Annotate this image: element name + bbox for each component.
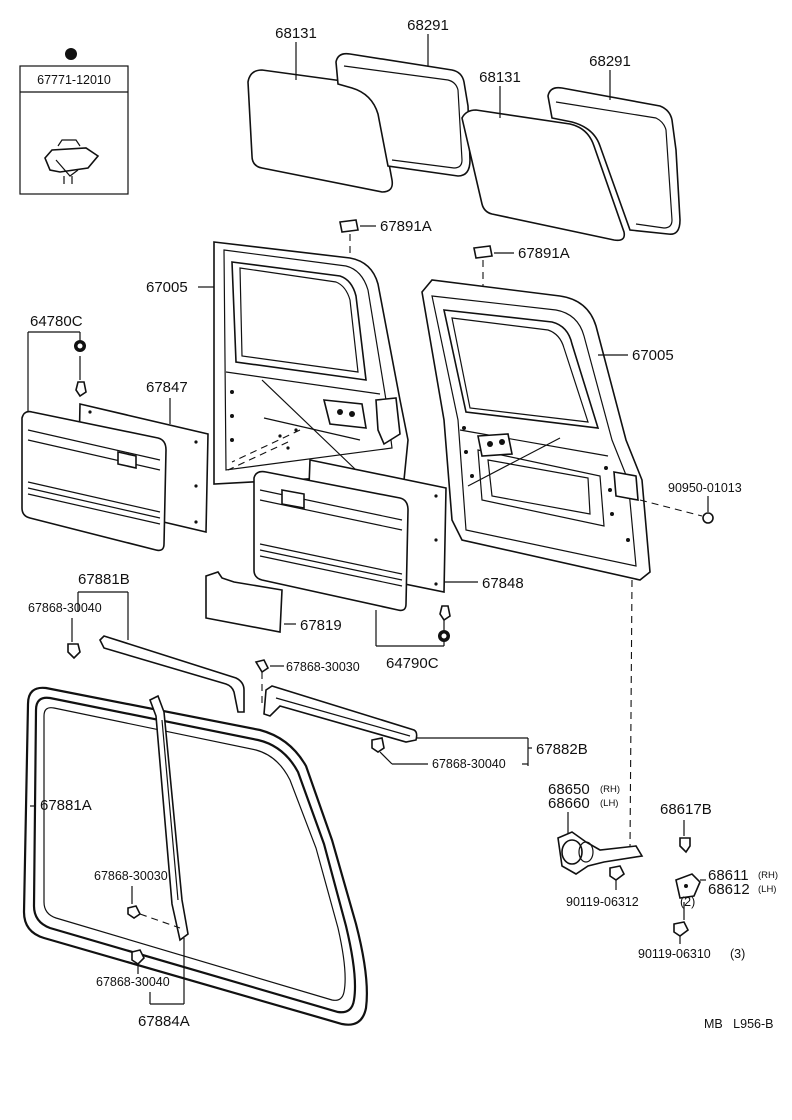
clip-icon bbox=[127, 905, 142, 919]
seal-vert-label: 67884A bbox=[138, 1013, 190, 1030]
pad-label-right: 67891A bbox=[518, 245, 570, 262]
glass-panel-left bbox=[247, 69, 394, 193]
clip-icon bbox=[131, 949, 145, 966]
clip-icon bbox=[44, 139, 100, 184]
glass-seal-left bbox=[335, 52, 471, 177]
door-check-group: 68650 (RH) 68660 (LH) bbox=[548, 579, 644, 875]
clip-e-group: 67868-30040 67884A bbox=[96, 938, 190, 1030]
clip-icon bbox=[371, 737, 385, 753]
bolt-06312-group: 90119-06312 (2) bbox=[566, 865, 695, 909]
clip-icon bbox=[67, 643, 81, 660]
board-label-left: 67847 bbox=[146, 379, 188, 396]
clip-30030-group: 67868-30030 bbox=[254, 659, 360, 706]
door-label-right-group: 67005 bbox=[598, 347, 674, 364]
check-label-rh: 68650 bbox=[548, 781, 590, 798]
bolt-icon bbox=[673, 921, 690, 937]
clip-icon bbox=[75, 381, 87, 398]
pad-label-left: 67891A bbox=[380, 218, 432, 235]
inset-part-number: 67771-12010 bbox=[37, 73, 111, 87]
trim-label-right: 64790C bbox=[386, 655, 439, 672]
check-label-lh: 68660 bbox=[548, 795, 590, 812]
bolt-label-a: 90119-06312 bbox=[566, 895, 639, 909]
door-shell-left bbox=[213, 241, 409, 485]
bolt-label-right: 90950-01013 bbox=[668, 481, 742, 495]
cover-67819: 67819 bbox=[205, 571, 342, 634]
run-67882b: 67882B 67868-30040 bbox=[263, 685, 588, 771]
clip-d-group: 67868-30030 bbox=[94, 869, 181, 929]
clip-icon bbox=[439, 605, 451, 622]
clip-label-a: 67868-30040 bbox=[28, 601, 102, 615]
bolt-icon bbox=[609, 865, 626, 881]
glass-label-2: 68291 bbox=[407, 17, 449, 34]
door-label-left-group: 67005 bbox=[146, 279, 214, 296]
run-label-b: 67882B bbox=[536, 741, 588, 758]
glass-label-3: 68131 bbox=[479, 69, 521, 86]
trim-label-left: 64780C bbox=[30, 313, 83, 330]
bolt-icon bbox=[679, 837, 691, 854]
trim-panel-left-group: 64780C bbox=[27, 313, 87, 412]
seal-label: 67881A bbox=[40, 797, 92, 814]
trim-panel-left bbox=[21, 410, 167, 552]
bolt-a-qty: (2) bbox=[680, 895, 695, 909]
trim-panel-right bbox=[253, 470, 409, 612]
hinge-group: 68611 (RH) 68612 (LH) bbox=[675, 867, 778, 899]
clip-icon bbox=[254, 659, 270, 674]
trim-label-right-group: 64790C bbox=[375, 605, 451, 672]
hinge-label-rh: 68611 bbox=[708, 867, 749, 884]
glass-labels: 68131 68291 68131 68291 bbox=[275, 17, 631, 118]
figure-code: MB L956-B bbox=[704, 1017, 773, 1031]
glass-label-4: 68291 bbox=[589, 53, 631, 70]
check-rh-tag: (RH) bbox=[600, 784, 620, 795]
clip-label-b: 67868-30030 bbox=[286, 660, 360, 674]
clip-label-d: 67868-30030 bbox=[94, 869, 168, 883]
cover-label: 67819 bbox=[300, 617, 342, 634]
clip-nut-icon bbox=[65, 48, 77, 60]
check-lh-tag: (LH) bbox=[600, 798, 618, 809]
door-shell-right bbox=[421, 279, 651, 581]
clip-label-c: 67868-30040 bbox=[432, 757, 506, 771]
clip-label-e: 67868-30040 bbox=[96, 975, 170, 989]
seal-67881a: 67881A bbox=[22, 686, 368, 1026]
glass-panel-right bbox=[461, 109, 626, 242]
run-label-a: 67881B bbox=[78, 571, 130, 588]
bolt-90950: 90950-01013 bbox=[639, 481, 742, 524]
bolt-68617b-group: 68617B bbox=[660, 801, 712, 854]
inset-clip-box: 67771-12010 bbox=[19, 48, 129, 195]
hinge-rh-tag: (RH) bbox=[758, 870, 778, 881]
bolt-b-qty: (3) bbox=[730, 947, 745, 961]
run-67881b: 67881B 67868-30040 bbox=[28, 571, 245, 713]
door-label-left: 67005 bbox=[146, 279, 188, 296]
hinge-label-lh: 68612 bbox=[708, 881, 750, 898]
hinge-lh-tag: (LH) bbox=[758, 884, 776, 895]
glass-label-1: 68131 bbox=[275, 25, 317, 42]
bolt-check-label: 68617B bbox=[660, 801, 712, 818]
door-label-right: 67005 bbox=[632, 347, 674, 364]
board-label-right: 67848 bbox=[482, 575, 524, 592]
bolt-label-b: 90119-06310 bbox=[638, 947, 711, 961]
bolt-06310-group: 90119-06310 (3) bbox=[638, 902, 745, 961]
glass-seal-right bbox=[547, 86, 681, 236]
seal-67884a bbox=[148, 694, 189, 942]
